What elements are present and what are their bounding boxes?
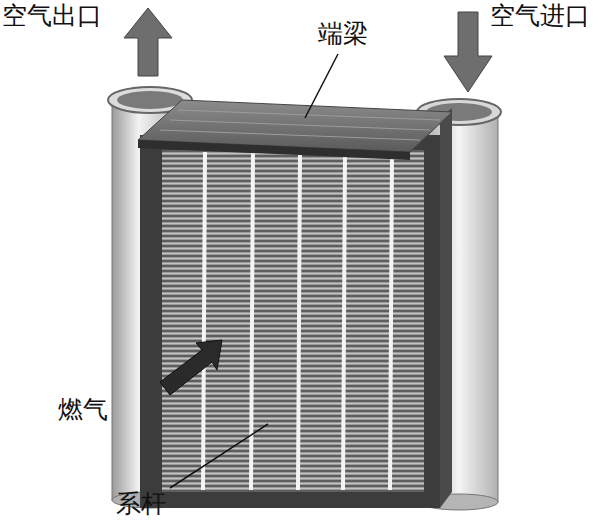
part-label: 端梁 xyxy=(318,20,368,48)
part-label: 空气进口 xyxy=(490,2,590,30)
part-label: 燃气 xyxy=(58,396,108,424)
part-label: 空气出口 xyxy=(2,2,102,30)
part-label: 系杆 xyxy=(116,490,166,518)
